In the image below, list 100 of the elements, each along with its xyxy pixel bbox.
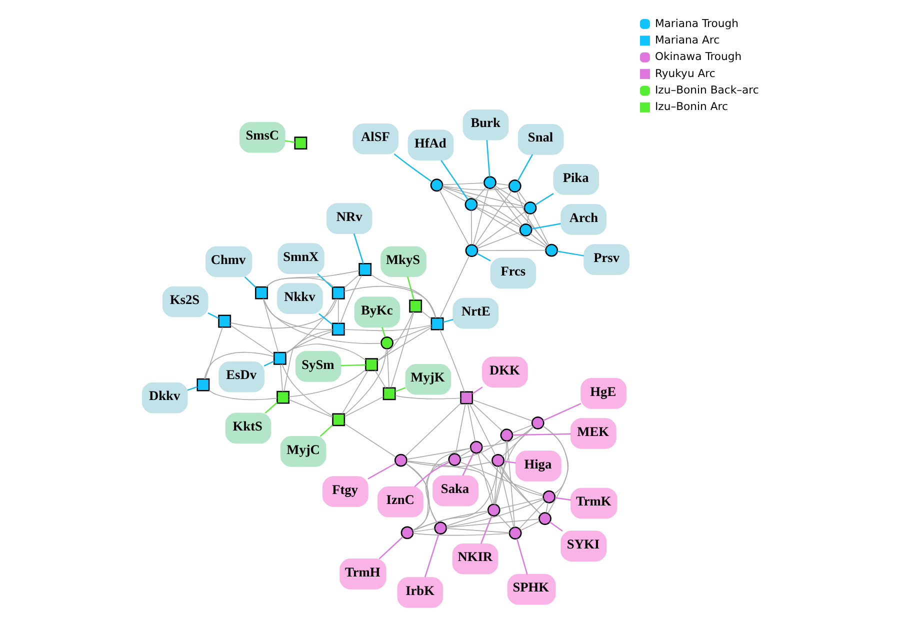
connector <box>186 386 197 391</box>
connector <box>281 364 333 417</box>
connector <box>285 344 366 361</box>
node-circle <box>434 522 447 534</box>
connector <box>394 395 460 400</box>
connector <box>476 211 526 248</box>
connector <box>476 206 520 228</box>
node-box <box>408 300 422 313</box>
node-circle <box>544 244 558 257</box>
node-circle <box>448 453 461 466</box>
connector <box>386 348 389 388</box>
connector <box>406 461 492 468</box>
connector <box>343 274 360 288</box>
connector <box>454 404 466 454</box>
legend-label: Okinawa Trough <box>654 50 742 64</box>
connector <box>412 448 470 531</box>
node-box <box>218 314 231 328</box>
connector <box>420 310 432 320</box>
node-box: Frcs <box>490 258 536 289</box>
connector <box>262 298 278 353</box>
connector <box>406 276 414 300</box>
connector <box>412 532 509 536</box>
connector <box>288 369 366 398</box>
connector <box>442 186 524 207</box>
connector <box>344 423 396 458</box>
connector <box>442 318 453 323</box>
node-circle <box>530 416 544 430</box>
connector <box>352 233 364 264</box>
connector <box>497 514 512 530</box>
connector <box>498 466 514 528</box>
node-box: Chmv <box>204 246 252 278</box>
node-circle <box>464 244 478 257</box>
connector <box>472 400 532 422</box>
connector <box>343 286 436 318</box>
node-box: MkyS <box>380 246 426 278</box>
connector <box>446 512 488 526</box>
connector <box>511 424 532 434</box>
connector <box>532 212 549 246</box>
node-circle <box>523 202 536 214</box>
node-box: Burk <box>462 109 508 140</box>
node-box: HfAd <box>407 130 454 161</box>
node-box: Snal <box>517 124 564 155</box>
node-box: SySm <box>294 351 341 382</box>
node-box: TrmK <box>570 488 617 519</box>
connector <box>486 140 490 177</box>
connector <box>530 233 547 247</box>
node-box <box>332 413 345 426</box>
connector <box>440 160 468 200</box>
connector <box>230 324 274 355</box>
node-box: MyjC <box>280 436 326 467</box>
connector <box>479 451 541 515</box>
connector <box>474 186 486 200</box>
node-box: SYKI <box>560 530 606 562</box>
connector <box>442 186 521 227</box>
connector <box>406 460 494 504</box>
connector <box>283 330 332 392</box>
connector <box>495 183 509 186</box>
connector <box>542 426 568 494</box>
node-box <box>331 286 344 300</box>
connector <box>472 188 488 246</box>
node-box: Ftgy <box>322 476 368 507</box>
connector <box>542 426 568 514</box>
connector <box>380 326 386 338</box>
connector <box>204 326 222 380</box>
connector <box>404 402 461 457</box>
node-box <box>460 391 473 404</box>
node-box: IznC <box>377 486 423 518</box>
connector <box>520 520 540 531</box>
connector <box>516 154 533 182</box>
connector <box>462 452 474 476</box>
connector <box>207 312 218 319</box>
node-circle <box>508 526 522 540</box>
connector <box>316 273 332 288</box>
node-box <box>382 387 396 400</box>
node-circle <box>394 454 407 467</box>
node-circle <box>400 526 414 540</box>
connector <box>318 313 332 325</box>
node-box: AlSF <box>352 123 398 154</box>
connector <box>285 330 332 354</box>
connector <box>446 528 510 534</box>
connector <box>285 298 336 354</box>
node-box: Pika <box>552 164 599 195</box>
connector <box>500 465 541 515</box>
connector <box>459 461 544 496</box>
connector <box>516 191 548 246</box>
connector <box>341 370 368 414</box>
node-circle <box>500 428 513 442</box>
node-box <box>364 358 378 372</box>
connector <box>263 360 274 367</box>
connector <box>394 387 406 392</box>
node-box: NrtE <box>452 298 498 329</box>
node-circle <box>518 223 532 236</box>
connector <box>472 386 482 394</box>
connector <box>474 190 512 246</box>
connector <box>438 190 469 246</box>
connector <box>344 348 386 416</box>
node-box <box>196 378 210 392</box>
connector <box>516 538 528 574</box>
node-circle <box>542 490 556 504</box>
node-box: Prsv <box>583 244 629 275</box>
